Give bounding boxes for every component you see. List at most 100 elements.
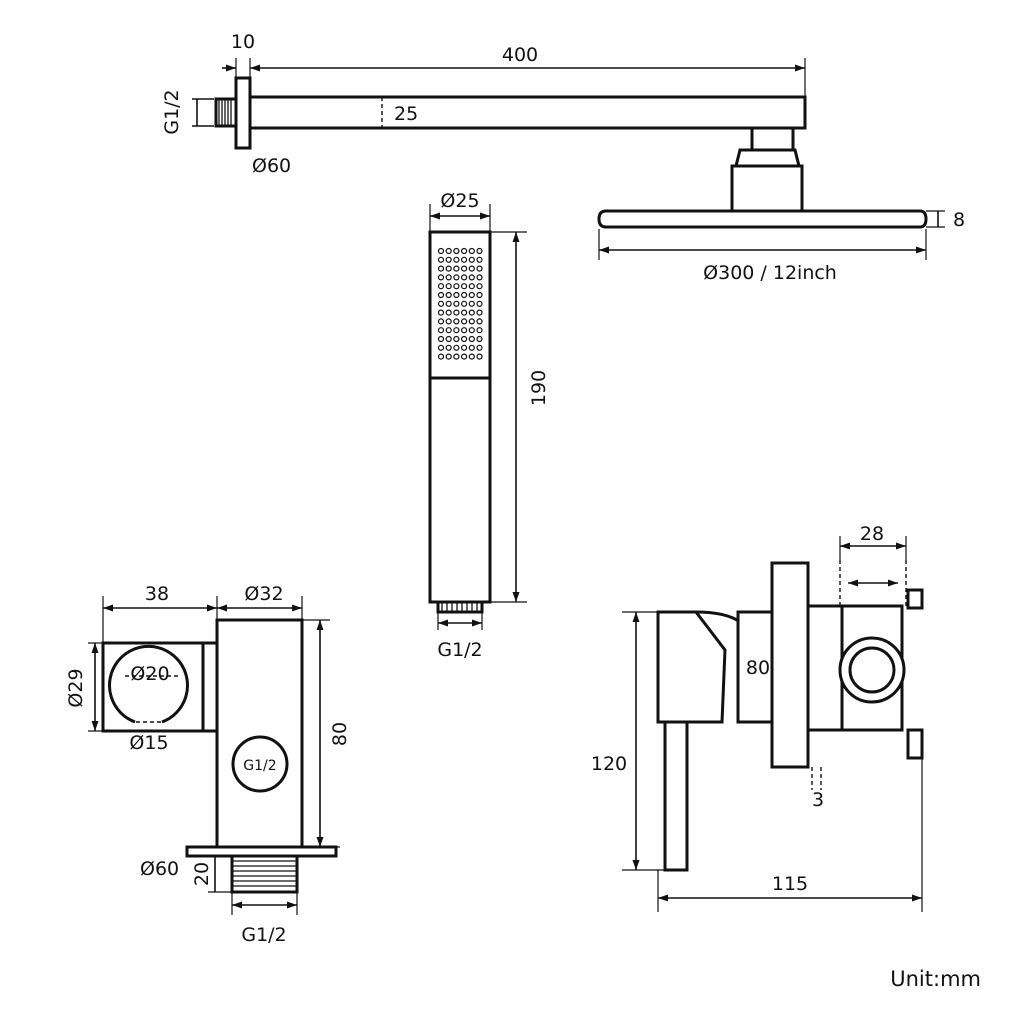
- nozzle-dot: [453, 291, 460, 299]
- nozzle-dot: [468, 247, 475, 255]
- nozzle-dot: [445, 265, 452, 272]
- nozzle-dot: [468, 291, 475, 299]
- nozzle-dot: [468, 327, 475, 334]
- nozzle-dot: [476, 283, 483, 290]
- nozzle-dot: [468, 318, 475, 325]
- hand-shower: [428, 204, 527, 630]
- nozzle-dot: [445, 327, 452, 334]
- nozzle-dot: [445, 335, 452, 343]
- nozzle-dot: [468, 274, 475, 281]
- arm-thread-label: G1/2: [161, 89, 183, 134]
- valve-depth-label: 115: [772, 873, 808, 895]
- nozzle-dot: [468, 353, 475, 360]
- nozzle-dot: [445, 300, 452, 307]
- valve-handle-head: [656, 610, 727, 724]
- nozzle-dot: [437, 283, 445, 290]
- nozzle-dot: [468, 344, 475, 351]
- arm-thickness-label: 25: [394, 103, 418, 125]
- nozzle-dot: [445, 344, 452, 351]
- nozzle-dot: [437, 344, 445, 351]
- nozzle-dot: [445, 318, 452, 325]
- nozzle-dot: [468, 265, 475, 272]
- nozzle-dot: [453, 327, 460, 334]
- nozzle-dot: [437, 256, 445, 263]
- nozzle-dot: [437, 300, 445, 307]
- valve-gap-label: 3: [812, 789, 824, 811]
- nozzle-dot: [453, 318, 460, 325]
- arm-wall-flange: [234, 76, 252, 150]
- nozzle-dot: [453, 309, 460, 316]
- nozzle-dot: [476, 327, 483, 334]
- head-thickness-label: 8: [953, 209, 965, 231]
- nozzle-dot: [453, 344, 460, 351]
- nozzle-dot: [445, 274, 452, 281]
- nozzle-dot: [468, 309, 475, 316]
- hand-dia-label: Ø25: [440, 190, 479, 212]
- nozzle-dot: [476, 247, 483, 255]
- arm-flange-label: 10: [231, 31, 255, 53]
- valve-lever: [663, 720, 689, 872]
- holder-slot-dia-label: Ø15: [129, 732, 168, 754]
- nozzle-dot: [445, 291, 452, 299]
- nozzle-dot: [453, 353, 460, 360]
- holder-depth-label: 38: [145, 583, 169, 605]
- valve-height-label: 120: [591, 753, 627, 775]
- nozzle-dot: [476, 335, 483, 343]
- nozzle-dot: [468, 335, 475, 343]
- holder-thread-len-label: 20: [191, 862, 213, 886]
- nozzle-dot: [445, 353, 452, 360]
- nozzle-dot: [461, 344, 468, 351]
- nozzle-dot: [476, 265, 483, 272]
- nozzle-dot: [468, 300, 475, 307]
- nozzle-dot: [461, 335, 468, 343]
- nozzle-dot: [445, 247, 452, 255]
- hand-thread-label: G1/2: [437, 639, 482, 661]
- nozzle-dot: [437, 265, 445, 272]
- nozzle-dot: [468, 283, 475, 290]
- head-connector-body: [730, 164, 804, 213]
- holder-ring: [108, 644, 189, 724]
- nozzle-dot: [453, 335, 460, 343]
- nozzle-dot: [437, 247, 445, 255]
- holder-flange-dia-label: Ø60: [140, 858, 179, 880]
- nozzle-dot: [461, 256, 468, 263]
- valve-cartridge: [806, 604, 844, 732]
- head-plate: [597, 209, 928, 229]
- nozzle-dot: [445, 256, 452, 263]
- holder-cup-joint: [201, 641, 219, 733]
- nozzle-dot: [476, 309, 483, 316]
- nozzle-dot: [461, 274, 468, 281]
- holder-outlet-dia-label: Ø32: [244, 583, 283, 605]
- nozzle-dot: [461, 353, 468, 360]
- arm-tube: [248, 95, 807, 130]
- mixer-valve: [622, 536, 924, 912]
- unit-label: Unit:mm: [890, 967, 981, 991]
- head-connector-upper: [750, 126, 795, 152]
- arm-flange-dia-label: Ø60: [252, 155, 291, 177]
- shower-arm: [192, 58, 807, 150]
- holder-inner-thread-label: G1/2: [243, 758, 276, 774]
- nozzle-dot: [461, 327, 468, 334]
- nozzle-dot: [453, 256, 460, 263]
- nozzle-dot: [461, 247, 468, 255]
- nozzle-dot: [476, 344, 483, 351]
- nozzle-dot: [476, 291, 483, 299]
- head-connector-collar: [734, 148, 801, 168]
- valve-tab-bottom: [906, 728, 924, 760]
- hand-shower-body: [428, 230, 492, 604]
- nozzle-dot: [461, 283, 468, 290]
- nozzle-dot: [461, 291, 468, 299]
- nozzle-dot: [453, 274, 460, 281]
- valve-cover-plate: [770, 561, 810, 769]
- holder-height-label: 80: [329, 722, 351, 746]
- nozzle-dot: [437, 318, 445, 325]
- rain-shower-head: [597, 126, 945, 260]
- nozzle-dot: [461, 318, 468, 325]
- nozzle-dot: [461, 300, 468, 307]
- valve-cover-width-label: 28: [860, 523, 884, 545]
- nozzle-dot: [437, 327, 445, 334]
- nozzle-dot: [476, 300, 483, 307]
- nozzle-dot: [453, 300, 460, 307]
- head-dia-label: Ø300 / 12inch: [703, 262, 837, 284]
